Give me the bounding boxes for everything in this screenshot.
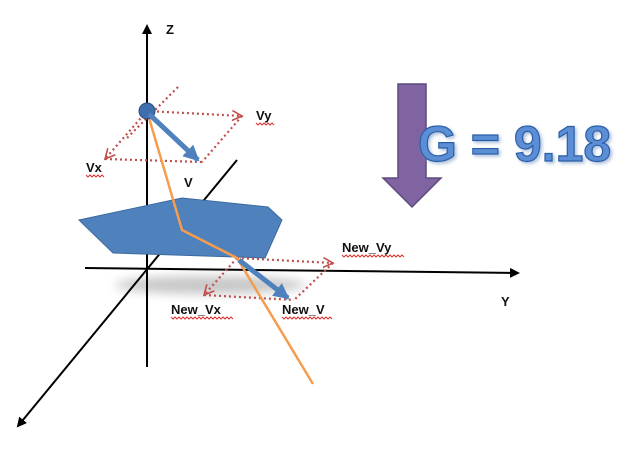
new-vx-label: New_Vx [171, 302, 222, 317]
vx-label: Vx [86, 160, 103, 175]
squiggle [85, 174, 105, 178]
upper-dotted-edge [104, 157, 203, 164]
new-v-arrow [237, 258, 290, 300]
z-axis-label: Z [166, 22, 174, 37]
lower-dotted-edge [203, 293, 295, 302]
upper-dotted-edge [201, 115, 243, 163]
trajectory-line [145, 110, 315, 385]
y-axis-label: Y [501, 294, 510, 309]
y-axis [84, 267, 520, 278]
new-vy-label: New_Vy [342, 240, 392, 255]
squiggle [255, 122, 275, 126]
new-v-label: New_V [282, 302, 325, 317]
squiggle [281, 316, 333, 320]
squiggle [341, 254, 405, 258]
vy-label: Vy [256, 108, 272, 123]
vx-component-arrow [105, 110, 148, 159]
new-vy-component-arrow [236, 258, 333, 263]
spell-underlines [85, 122, 405, 320]
gravity-value: G = 9.18 [418, 116, 611, 172]
arrow-down-icon [381, 83, 443, 209]
v-label: V [184, 175, 193, 190]
upper-components [104, 86, 243, 164]
v-arrow [147, 112, 200, 162]
lower-dotted-edge [293, 262, 334, 301]
new-vx-component-arrow [204, 257, 238, 295]
squiggle [170, 316, 234, 320]
vy-component-arrow [146, 111, 242, 116]
